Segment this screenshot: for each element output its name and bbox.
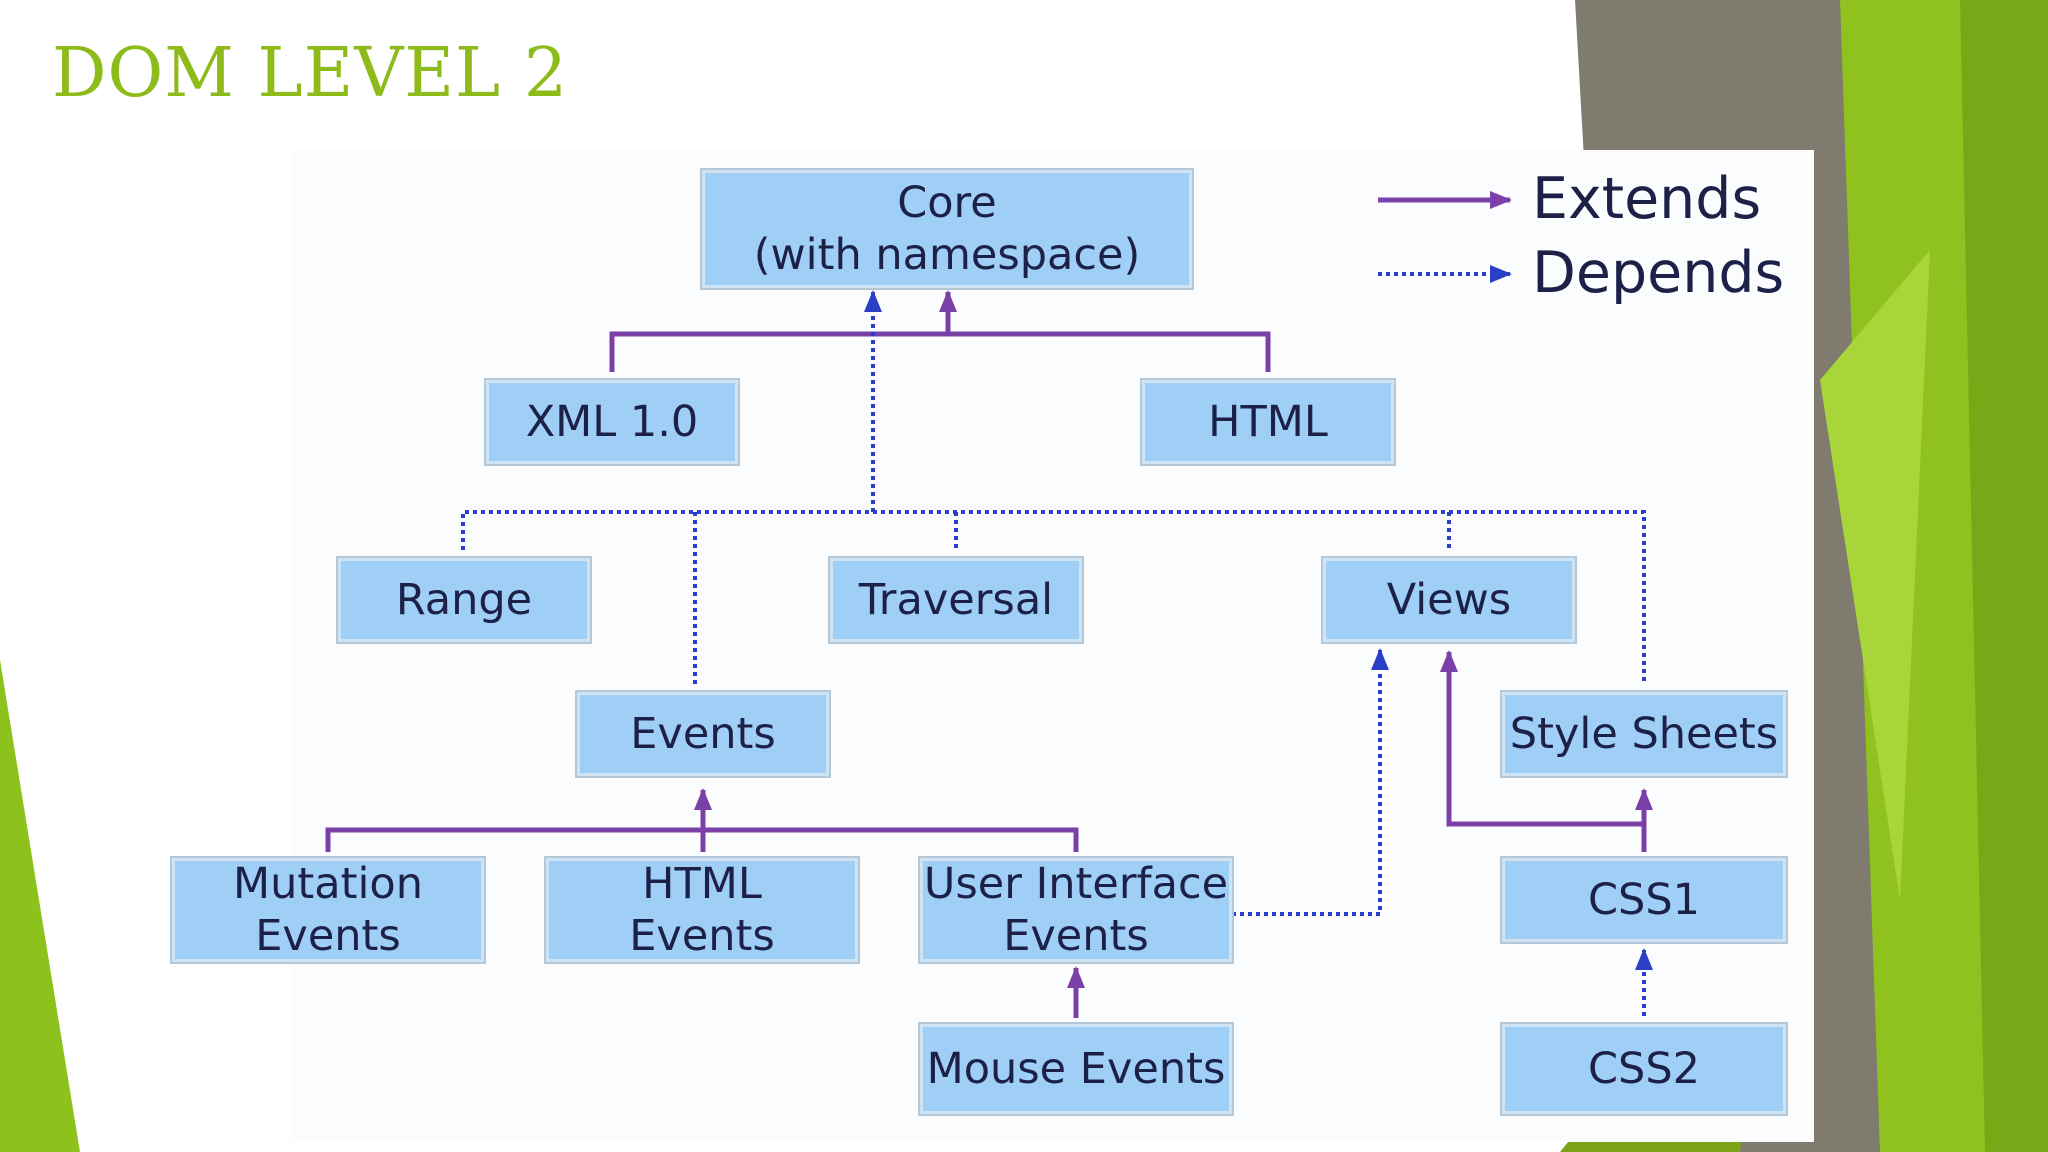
bg-dark-green-shard [1960, 0, 2048, 1152]
legend-depends-label: Depends [1532, 240, 1785, 306]
connector-lines [325, 191, 1653, 1018]
dom-level-2-diagram: Extends Depends Core (with namespace) XM… [172, 150, 1814, 1142]
node-xml: XML 1.0 [486, 380, 738, 464]
node-mutation-events: Mutation Events [172, 858, 484, 962]
node-events: Events [577, 692, 829, 776]
node-views: Views [1323, 558, 1575, 642]
node-core: Core (with namespace) [702, 170, 1192, 288]
bg-left-green-shard [0, 660, 80, 1152]
node-range: Range [338, 558, 590, 642]
legend-extends-label: Extends [1532, 166, 1762, 232]
extends-css1-bus [1440, 650, 1647, 852]
depends-modules-bus [461, 510, 1646, 684]
node-ui-events: User Interface Events [920, 858, 1232, 962]
node-css1: CSS1 [1502, 858, 1786, 942]
node-style-sheets: Style Sheets [1502, 692, 1786, 776]
node-traversal: Traversal [830, 558, 1082, 642]
node-html-events: HTML Events [546, 858, 858, 962]
node-css2: CSS2 [1502, 1024, 1786, 1114]
node-html: HTML [1142, 380, 1394, 464]
bg-light-green-shard [1820, 250, 1930, 900]
slide-title: DOM LEVEL 2 [52, 34, 569, 113]
extends-xml-html-core [609, 331, 1271, 372]
depends-ui-events-views [1232, 648, 1389, 916]
node-mouse-events: Mouse Events [920, 1024, 1232, 1114]
